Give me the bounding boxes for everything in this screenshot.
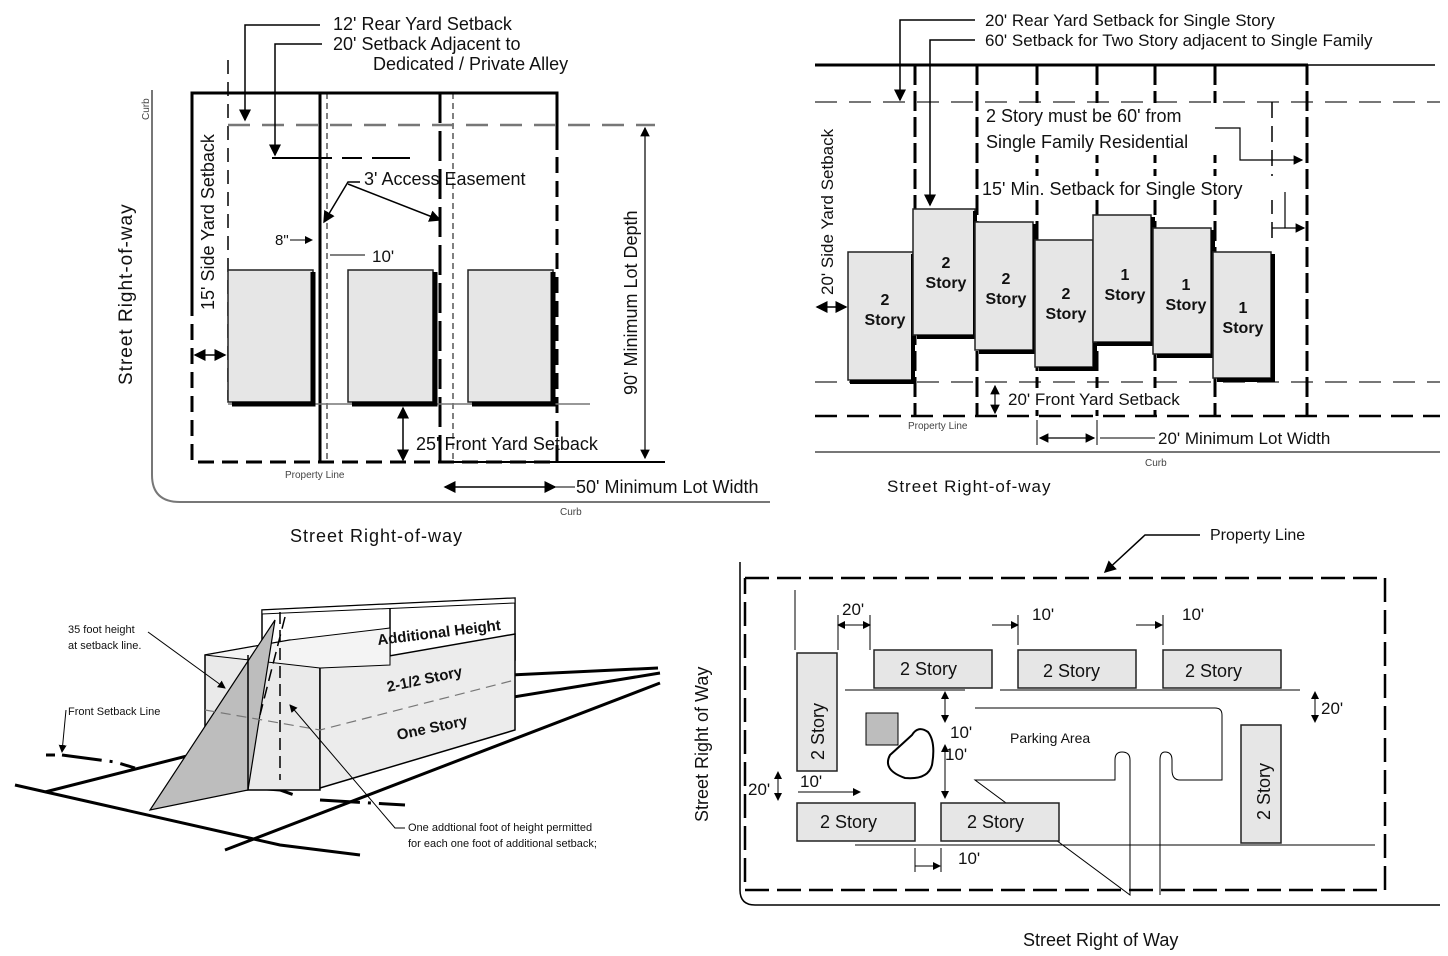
- alley-setback-label-2: Dedicated / Private Alley: [373, 54, 568, 74]
- building: 2 Story: [1240, 724, 1282, 844]
- dim-label: 20': [748, 780, 770, 799]
- svg-text:2 Story: 2 Story: [1185, 661, 1242, 681]
- svg-text:2: 2: [881, 292, 890, 309]
- svg-text:1: 1: [1239, 300, 1248, 317]
- svg-text:Story: Story: [865, 312, 906, 329]
- building: 2 Story: [796, 652, 838, 772]
- front-setback-line-label: Front Setback Line: [68, 706, 160, 718]
- dim-label: 20': [1321, 699, 1343, 718]
- street-label-left: Street Right-of-way: [116, 203, 137, 385]
- building: [347, 269, 438, 407]
- property-line: [190, 91, 559, 300]
- street-label-left: Street Right of Way: [692, 667, 712, 822]
- permit-note: One addtional foot of height permitted: [408, 822, 592, 834]
- svg-text:Story: Story: [1166, 297, 1207, 314]
- svg-text:2 Story: 2 Story: [820, 812, 877, 832]
- svg-text:2 Story: 2 Story: [1043, 661, 1100, 681]
- side-setback-label: 15' Side Yard Setback: [198, 133, 218, 310]
- height-note: 35 foot height: [68, 624, 135, 636]
- svg-text:2 Story: 2 Story: [900, 659, 957, 679]
- dim-8in: 8": [275, 232, 289, 249]
- dim-label: 10': [950, 723, 972, 742]
- permit-note-2: for each one foot of additional setback;: [408, 838, 597, 850]
- svg-text:2 Story: 2 Story: [967, 812, 1024, 832]
- access-easement-label: 3' Access Easement: [364, 169, 526, 189]
- dim-label: 10': [945, 745, 967, 764]
- dim-10ft: 10': [372, 247, 394, 266]
- front-setback-label: 20' Front Yard Setback: [1008, 390, 1180, 409]
- setback-plane: [148, 619, 276, 811]
- small-structure: [865, 712, 899, 746]
- svg-text:2 Story: 2 Story: [1254, 763, 1274, 820]
- note-60ft: 2 Story must be 60' from: [986, 106, 1182, 126]
- dim-label: 10': [800, 772, 822, 791]
- pool-icon: [886, 728, 935, 780]
- property-line-label: Property Line: [285, 470, 345, 481]
- parking-label: Parking Area: [1010, 730, 1090, 746]
- svg-text:2 Story: 2 Story: [808, 703, 828, 760]
- building: [467, 269, 556, 407]
- curb-label: Curb: [1145, 458, 1167, 469]
- building: [227, 269, 316, 407]
- front-setback-label: 25' Front Yard Setback: [416, 434, 599, 454]
- lot-width-label: 50' Minimum Lot Width: [576, 477, 759, 497]
- lot-depth-label: 90' Minimum Lot Depth: [621, 210, 641, 395]
- property-line-label: Property Line: [908, 421, 968, 432]
- svg-text:Story: Story: [1046, 306, 1087, 323]
- height-note-2: at setback line.: [68, 640, 141, 652]
- building: 2 Story: [1162, 649, 1282, 689]
- panel-site-plan: Property Line Parking Area 2 Story 2 Sto…: [692, 527, 1440, 950]
- alley-setback-label: 20' Setback Adjacent to: [333, 34, 521, 54]
- property-line-label: Property Line: [1210, 527, 1305, 544]
- building: 2 Story: [873, 649, 993, 689]
- street-label-bottom: Street Right of Way: [1023, 930, 1178, 950]
- svg-text:Story: Story: [1223, 320, 1264, 337]
- side-setback-label: 20' Side Yard Setback: [818, 128, 837, 295]
- parking-area: [973, 707, 1223, 896]
- building: 2 Story: [1017, 649, 1137, 689]
- building: 2 Story: [940, 802, 1060, 842]
- dim-label: 10': [958, 849, 980, 868]
- building-front: [319, 633, 516, 790]
- building: 2 Story: [796, 802, 916, 842]
- rear-setback-label: 12' Rear Yard Setback: [333, 14, 513, 34]
- svg-text:1: 1: [1121, 267, 1130, 284]
- svg-text:1: 1: [1182, 277, 1191, 294]
- property-line: [743, 576, 1387, 892]
- svg-text:2: 2: [942, 255, 951, 272]
- min-setback-label: 15' Min. Setback for Single Story: [982, 179, 1243, 199]
- note-single-family: Single Family Residential: [986, 132, 1188, 152]
- panel-lot-layout: Curb Curb 12' Rear Yard Setback 20' Setb…: [116, 14, 770, 546]
- two-story-setback-label: 60' Setback for Two Story adjacent to Si…: [985, 31, 1373, 50]
- dim-label: 20': [842, 600, 864, 619]
- svg-text:Story: Story: [1105, 287, 1146, 304]
- svg-text:Story: Story: [926, 275, 967, 292]
- svg-text:Story: Story: [986, 291, 1027, 308]
- curb-line: [151, 90, 770, 503]
- panel-height-setback-3d: Additional Height 2-1/2 Story One Story …: [14, 597, 661, 857]
- curb-label-left: Curb: [141, 98, 152, 120]
- street-label: Street Right-of-way: [887, 477, 1052, 496]
- street-label-bottom: Street Right-of-way: [290, 526, 463, 546]
- curb-label-bottom: Curb: [560, 507, 582, 518]
- svg-text:2: 2: [1002, 271, 1011, 288]
- dim-label: 10': [1032, 605, 1054, 624]
- dim-label: 10': [1182, 605, 1204, 624]
- lot-width-label: 20' Minimum Lot Width: [1158, 429, 1330, 448]
- svg-text:2: 2: [1062, 286, 1071, 303]
- rear-setback-label: 20' Rear Yard Setback for Single Story: [985, 11, 1275, 30]
